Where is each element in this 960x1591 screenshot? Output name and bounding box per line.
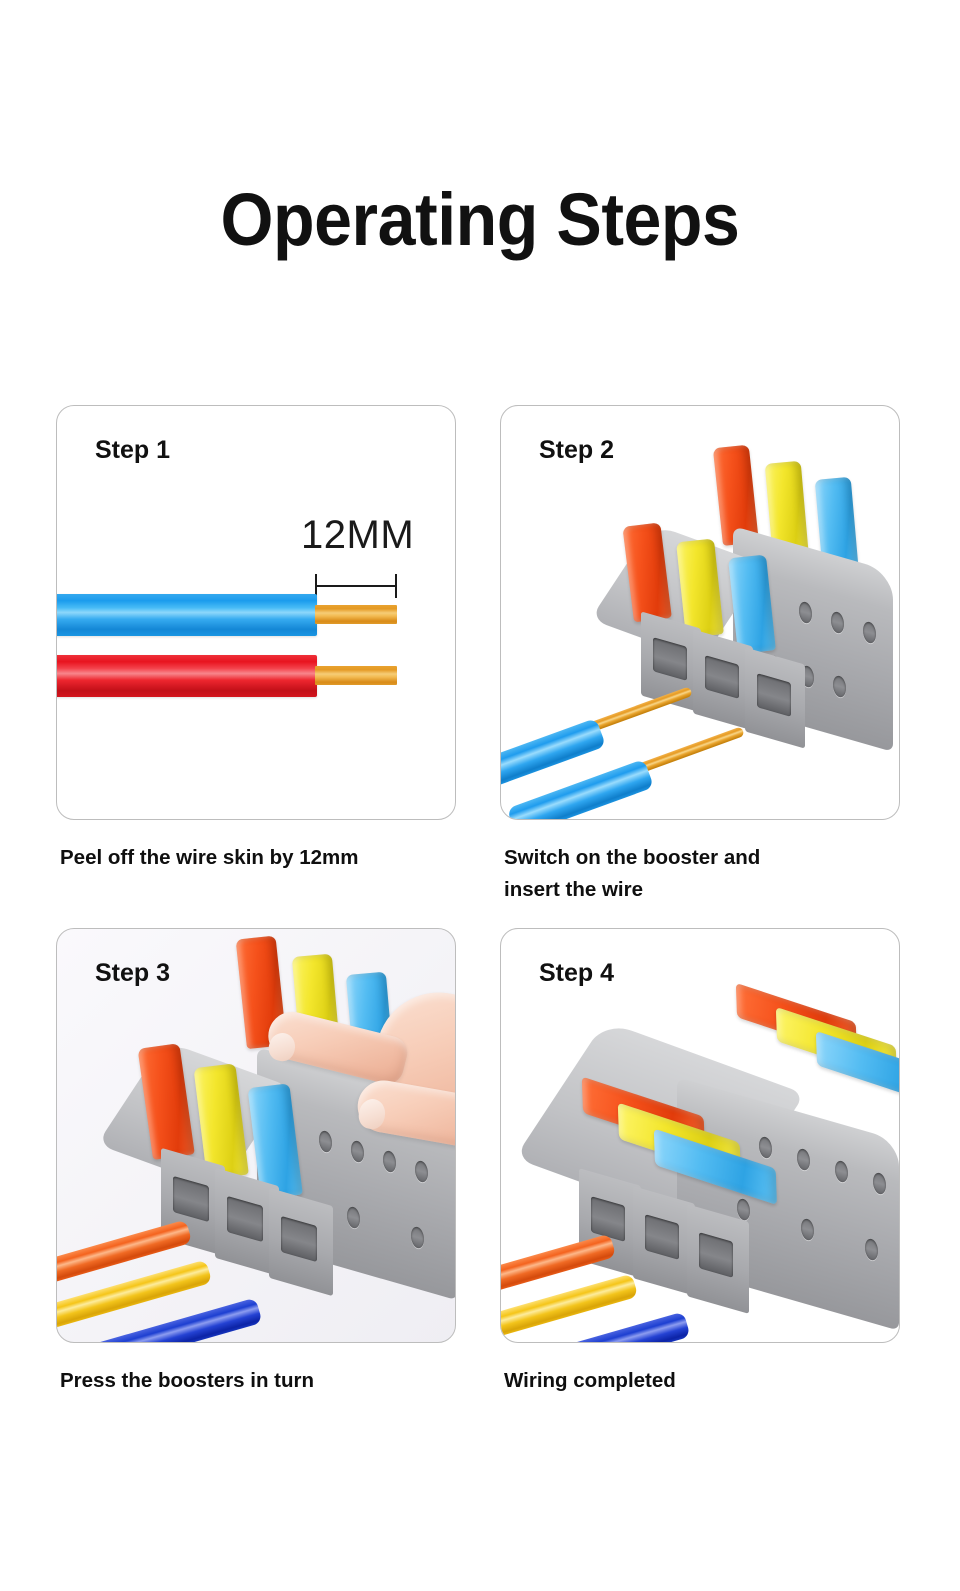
step-caption-3: Press the boosters in turn [56, 1365, 456, 1397]
caption-line: Wiring completed [504, 1368, 676, 1392]
caption-line: Switch on the booster and [504, 846, 761, 869]
caption-line: Peel off the wire skin by 12mm [60, 846, 359, 869]
wire-blue-jacket [57, 594, 317, 636]
step-label-3: Step 3 [95, 958, 171, 987]
page-title: Operating Steps [220, 178, 740, 261]
connector-pressing-illustration [57, 929, 455, 1342]
step-block-4: Step 4 [500, 927, 900, 1397]
steps-grid: Step 1 12MM Peel off the w [56, 405, 904, 1396]
wire-stripping-illustration: 12MM [57, 406, 455, 819]
step-card-2: Step 2 [500, 405, 900, 820]
step-block-2: Step 2 [500, 405, 900, 906]
wire-conductor-lead [636, 726, 745, 775]
step-card-4: Step 4 [500, 927, 900, 1343]
wire-blue-conductor [315, 605, 397, 624]
connector-closed-illustration [501, 929, 899, 1342]
wire-red-conductor [315, 666, 397, 685]
step-card-1: Step 1 12MM [56, 405, 456, 820]
connector-open-illustration [501, 406, 899, 819]
dimension-line-icon [315, 574, 397, 598]
dimension-label: 12MM [301, 513, 415, 557]
step-block-3: Step 3 [56, 927, 456, 1397]
step-caption-4: Wiring completed [500, 1365, 900, 1397]
wire-conductor-lead [584, 686, 693, 735]
step-caption-2: Switch on the booster and insert the wir… [500, 842, 900, 906]
step-label-4: Step 4 [539, 958, 615, 987]
step-card-3: Step 3 [56, 927, 456, 1343]
caption-line: Press the boosters in turn [60, 1368, 315, 1392]
step-label-1: Step 1 [95, 436, 171, 464]
step-label-2: Step 2 [539, 436, 615, 464]
step-block-1: Step 1 12MM Peel off the w [56, 405, 456, 906]
caption-line: insert the wire [504, 877, 643, 901]
wire-red-jacket [57, 655, 317, 697]
step-caption-1: Peel off the wire skin by 12mm [56, 842, 456, 874]
